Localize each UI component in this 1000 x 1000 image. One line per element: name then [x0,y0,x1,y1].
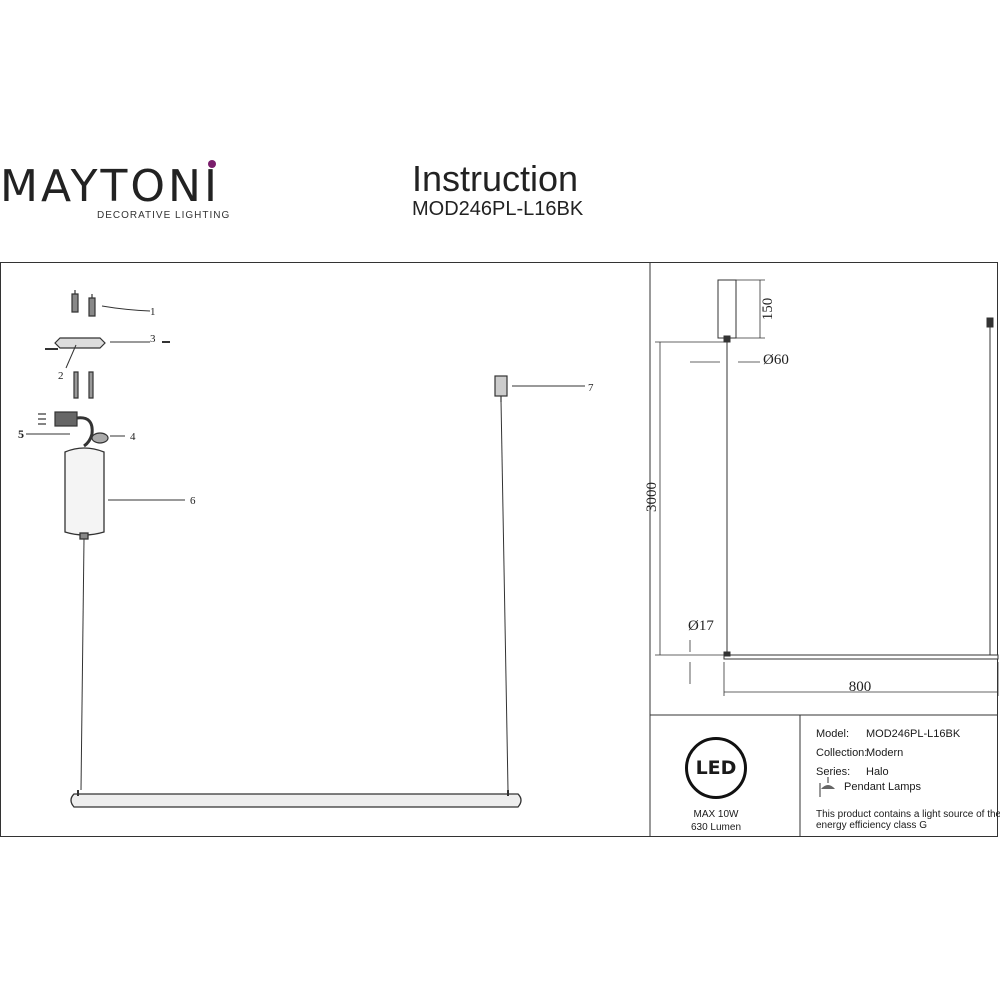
collection-label: Collection: [816,747,868,759]
leader-2 [65,344,77,369]
bracket-part [45,337,106,350]
part-label-7: 7 [588,382,594,394]
model-label: Model: [816,728,850,740]
terminal-block [38,411,94,448]
page-title: Instruction [412,158,579,199]
part-label-1: 1 [150,306,156,318]
dim-tube-diameter: Ø17 [688,618,714,634]
spec-panel: Model: MOD246PL-L16BK Collection:Modern S… [800,715,1000,836]
brand-name: MAYTONI [0,161,220,212]
side-view [717,279,999,660]
collection-value: Modern [866,747,904,759]
pendant-lamp-icon [819,777,835,797]
part-label-5: 5 [18,427,24,441]
brand-tagline: DECORATIVE LIGHTING [97,210,231,221]
model-heading: MOD246PL-L16BK [412,198,584,220]
led-power: MAX 10W [693,809,739,820]
screws-part [71,290,96,317]
cable-left [80,538,85,791]
series-label: Series: [816,766,851,778]
part-label-6: 6 [190,495,196,507]
dim-canopy-height: 150 [760,298,776,321]
led-badge-text: LED [695,757,737,779]
part-label-3: 3 [150,333,156,345]
cable-gripper [494,375,508,402]
product-type: Pendant Lamps [844,781,922,793]
dimension-lines [655,279,999,696]
part-label-4: 4 [130,431,136,443]
dim-length: 800 [849,679,872,695]
cable-right [500,399,509,791]
energy-note-line-2: energy efficiency class G [816,820,927,831]
dim-suspension: 3000 [644,482,660,512]
drawing-frame [0,262,998,837]
led-panel: LED MAX 10W 630 Lumen [651,715,800,836]
brand-logo: MAYTONI [0,162,225,212]
dim-canopy-diameter: Ø60 [763,352,789,368]
series-value: Halo [866,766,889,778]
cable-clamp [91,432,109,444]
part-label-2: 2 [58,370,64,382]
energy-note-line-1: This product contains a light source of … [816,809,1000,820]
model-value: MOD246PL-L16BK [866,728,961,740]
led-lumen: 630 Lumen [690,822,742,833]
brand-logo-dot [208,160,216,168]
led-icon: LED [685,737,747,799]
wall-anchors [73,371,94,399]
canopy-part [64,447,105,540]
leader-1 [101,305,151,312]
lamp-tube [70,790,522,808]
